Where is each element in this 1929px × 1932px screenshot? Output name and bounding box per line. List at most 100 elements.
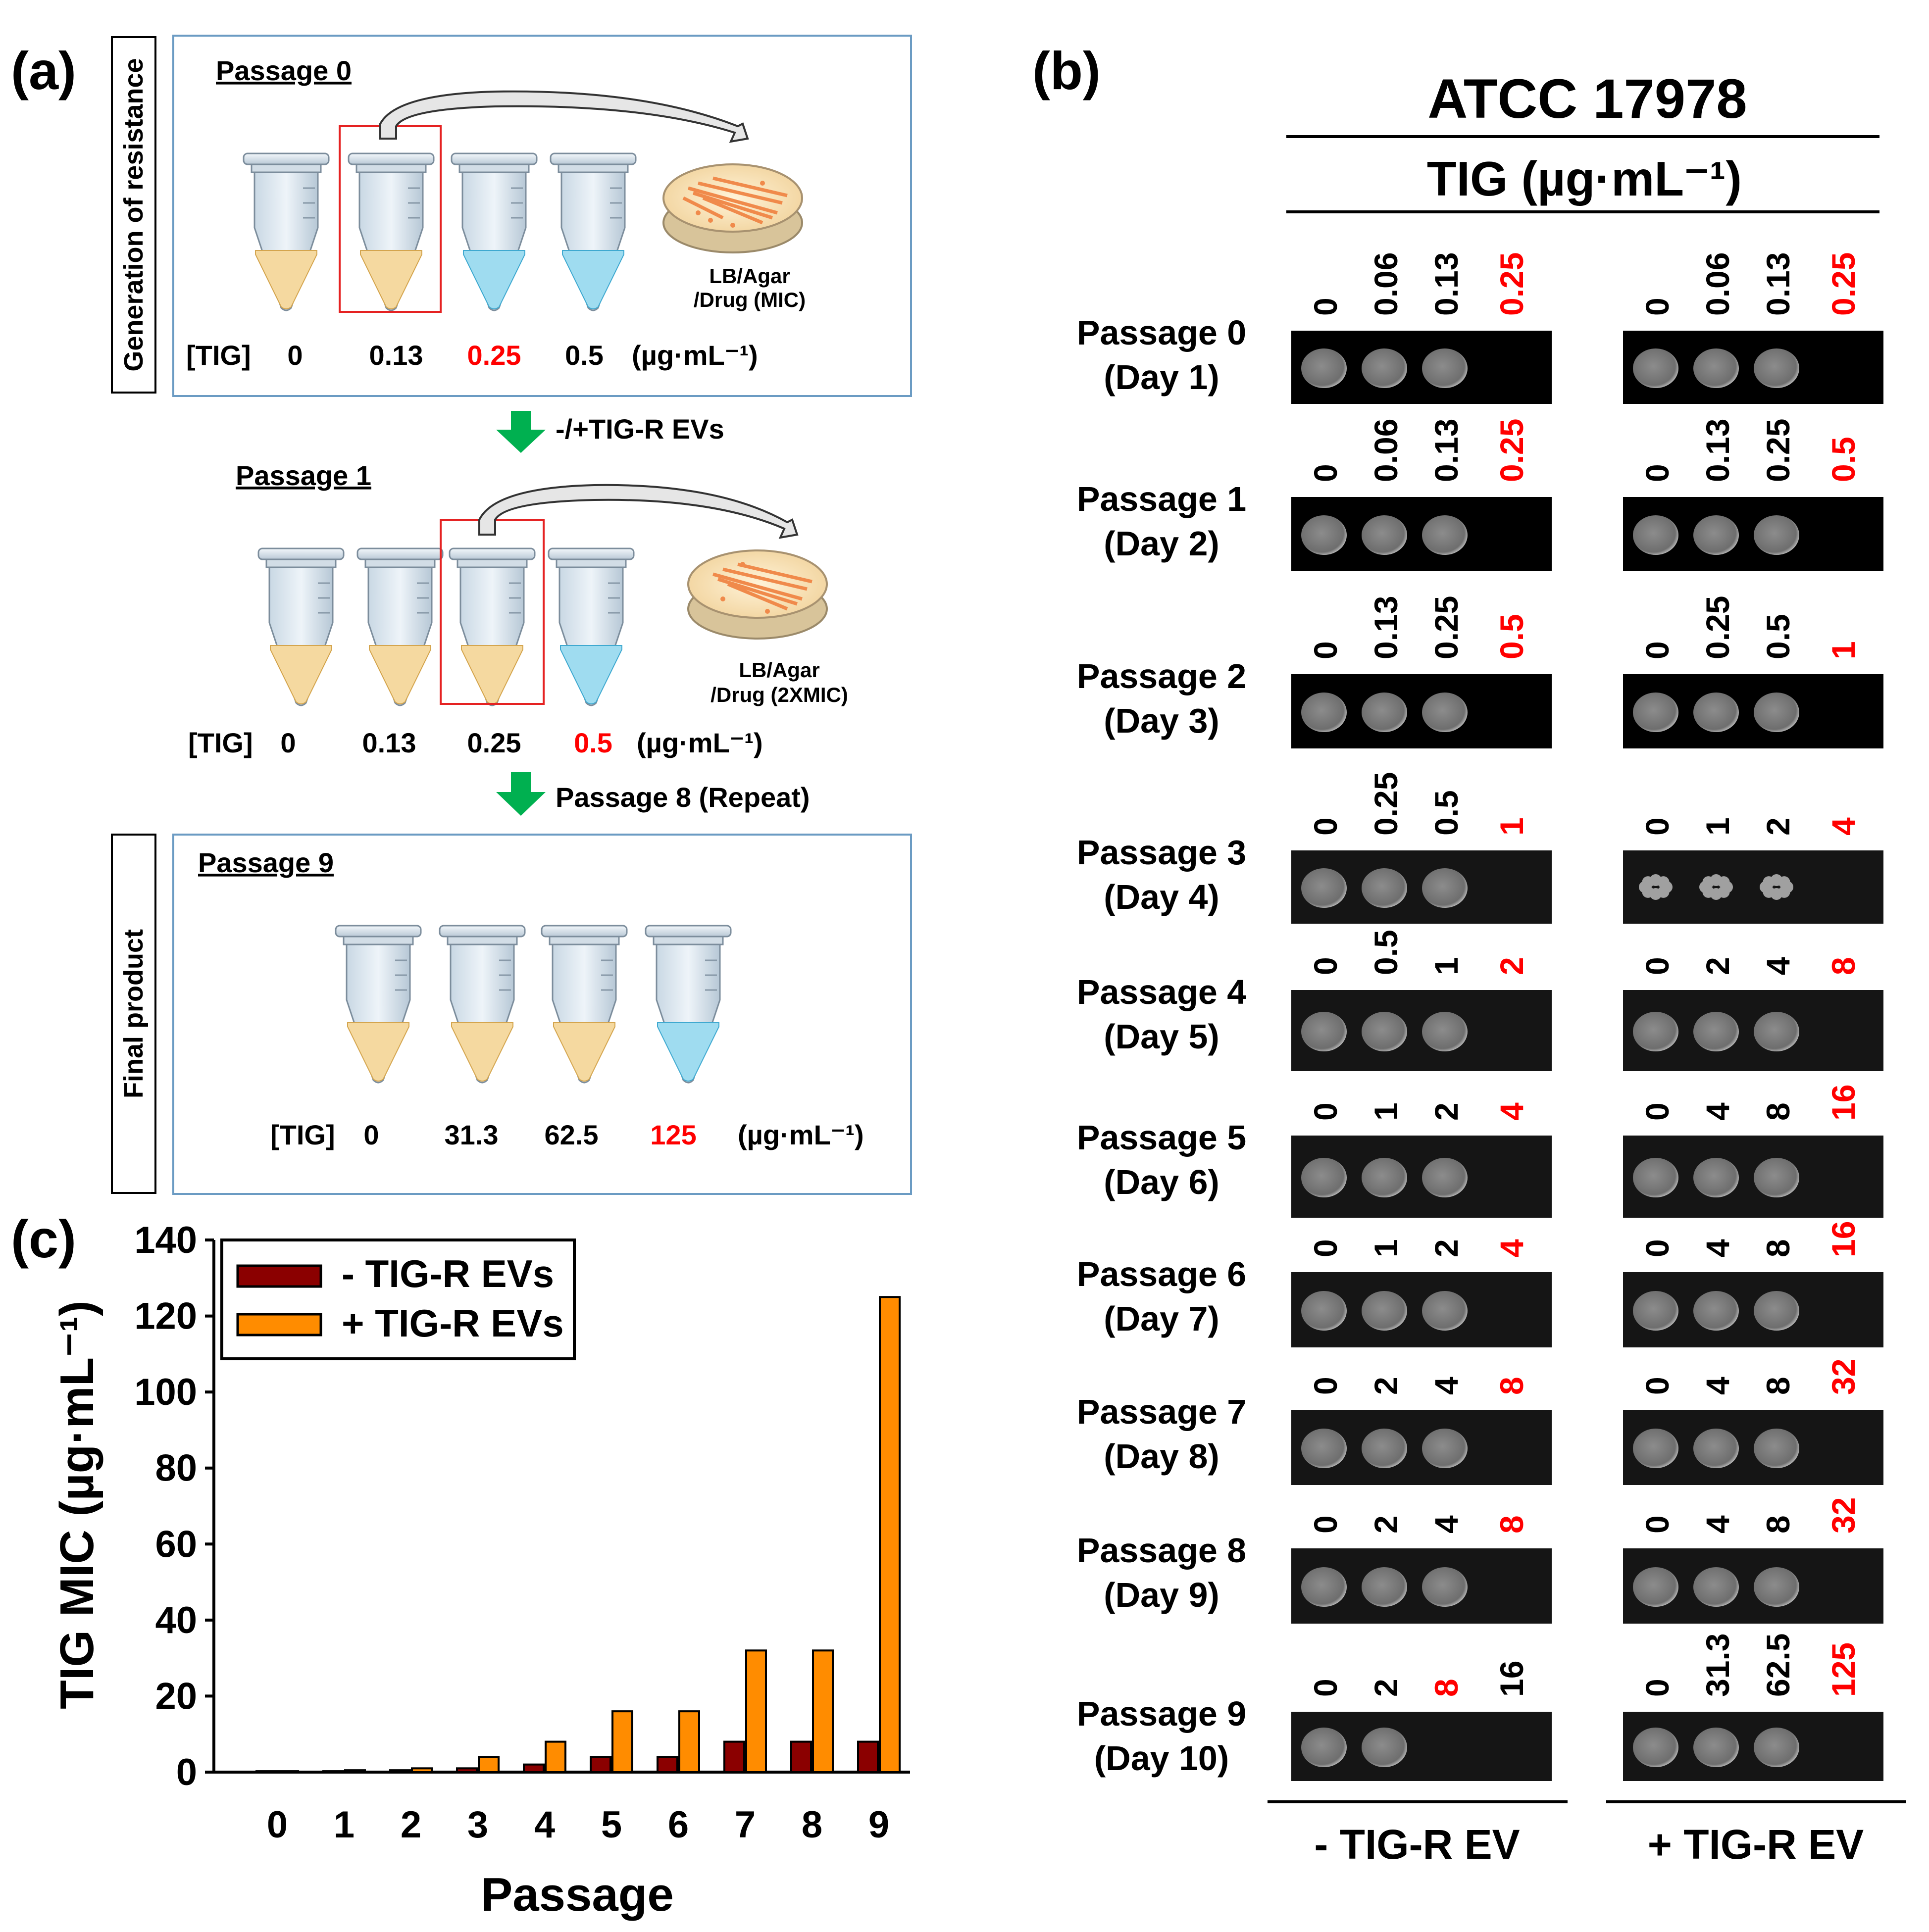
row-day: (Day 5)	[1104, 1017, 1219, 1056]
plus-conc-0: 0	[1639, 297, 1675, 316]
conc-0: 0	[363, 1119, 379, 1150]
tube-0	[335, 925, 422, 1084]
plus-conc-3: 32	[1825, 1497, 1862, 1534]
growth-spot	[1633, 515, 1678, 555]
growth-spot	[1754, 348, 1799, 388]
passage-0-transfer-arrow	[379, 90, 749, 143]
bar-minus-ev	[590, 1756, 611, 1773]
tig-header: TIG (µg·mL⁻¹)	[1427, 151, 1742, 206]
passage-0-unit: (µg·mL⁻¹)	[632, 340, 758, 371]
row-day: (Day 6)	[1104, 1163, 1219, 1201]
arrow-1-label: -/+TIG-R EVs	[556, 413, 724, 445]
plus-conc-2: 62.5	[1760, 1634, 1796, 1697]
bar-plus-ev	[411, 1767, 433, 1774]
bar-plus-ev	[812, 1649, 834, 1773]
minus-conc-0: 0	[1307, 1239, 1344, 1257]
row-label: Passage 4	[1077, 973, 1247, 1011]
passage-1-plate-label-2: /Drug (2XMIC)	[711, 683, 848, 706]
growth-spot	[1633, 1728, 1678, 1767]
plus-conc-1: 0.25	[1699, 596, 1736, 659]
growth-spot	[1633, 1012, 1678, 1051]
growth-spot	[1362, 693, 1407, 732]
plus-conc-0: 0	[1639, 1239, 1675, 1257]
conc-1: 0.13	[369, 340, 423, 371]
growth-spot	[1754, 1158, 1799, 1197]
growth-spot	[1633, 1567, 1678, 1607]
row-label: Passage 8	[1077, 1531, 1246, 1570]
growth-spot	[1693, 1567, 1739, 1607]
minus-conc-1: 0.13	[1368, 596, 1404, 659]
minus-conc-3: 1	[1493, 817, 1530, 836]
tube-1	[439, 925, 526, 1084]
minus-conc-3: 8	[1493, 1377, 1530, 1395]
y-tick-label: 140	[134, 1219, 197, 1261]
minus-conc-0: 0	[1307, 1377, 1344, 1395]
panel-a-letter: (a)	[11, 41, 76, 100]
plus-conc-0: 0	[1639, 641, 1675, 659]
growth-spot	[1301, 1429, 1347, 1468]
plus-conc-0: 0	[1639, 817, 1675, 836]
passage-1-title: Passage 1	[236, 460, 371, 491]
passage-9-tig-label: [TIG]	[270, 1119, 335, 1150]
growth-spot	[1362, 1158, 1407, 1197]
growth-spot	[1693, 1429, 1739, 1468]
y-tick-label: 0	[176, 1751, 197, 1793]
conc-2: 0.25	[467, 340, 521, 371]
growth-spot	[1301, 515, 1347, 555]
row-label: Passage 9	[1077, 1694, 1246, 1733]
tube-1	[356, 547, 444, 706]
row-day: (Day 1)	[1104, 358, 1219, 396]
passage-1-unit: (µg·mL⁻¹)	[637, 727, 763, 758]
x-tick-label: 4	[534, 1804, 555, 1846]
minus-conc-1: 2	[1368, 1515, 1404, 1534]
plus-conc-3: 0.5	[1825, 437, 1862, 482]
tube-2	[541, 925, 628, 1084]
tube-3	[550, 152, 637, 311]
minus-conc-2: 0.5	[1428, 790, 1465, 836]
plus-conc-2: 0.5	[1760, 614, 1796, 659]
y-tick-label: 20	[155, 1675, 197, 1717]
legend-box	[220, 1238, 576, 1360]
bar-minus-ev	[456, 1767, 478, 1774]
plus-conc-1: 31.3	[1699, 1634, 1736, 1697]
tube-2	[449, 547, 536, 706]
plus-conc-1: 4	[1699, 1239, 1736, 1257]
conc-1: 0.13	[362, 727, 416, 758]
generation-label-box	[111, 36, 156, 394]
legend-label-plus: + TIG-R EVs	[342, 1301, 564, 1345]
y-tick-label: 120	[134, 1295, 197, 1338]
growth-spot	[1422, 1567, 1468, 1607]
minus-conc-1: 0.06	[1368, 252, 1404, 316]
minus-conc-3: 0.25	[1493, 419, 1530, 482]
growth-spot	[1362, 1728, 1407, 1767]
green-arrow-1	[496, 411, 546, 453]
conc-3: 0.5	[565, 340, 604, 371]
bar-minus-ev	[657, 1756, 678, 1773]
conc-0: 0	[280, 727, 296, 758]
growth-spot	[1754, 1429, 1799, 1468]
growth-spot	[1301, 1012, 1347, 1051]
x-tick-label: 0	[267, 1804, 288, 1846]
growth-spot	[1422, 693, 1468, 732]
plus-conc-1: 2	[1699, 957, 1736, 975]
passage-0-plate	[662, 163, 803, 253]
legend-label-minus: - TIG-R EVs	[342, 1252, 554, 1295]
bar-minus-ev	[322, 1770, 344, 1773]
row-day: (Day 4)	[1104, 878, 1219, 916]
growth-spot	[1693, 1158, 1739, 1197]
passage-0-plate-label-1: LB/Agar	[709, 264, 790, 288]
row-label: Passage 5	[1077, 1118, 1246, 1157]
passage-0-plate-label-2: /Drug (MIC)	[694, 288, 806, 311]
bar-minus-ev	[389, 1769, 411, 1773]
x-tick-label: 5	[601, 1804, 622, 1846]
tube-0	[257, 547, 345, 706]
plus-conc-2: 8	[1760, 1102, 1796, 1121]
row-label: Passage 2	[1077, 657, 1246, 695]
growth-spot	[1693, 1012, 1739, 1051]
